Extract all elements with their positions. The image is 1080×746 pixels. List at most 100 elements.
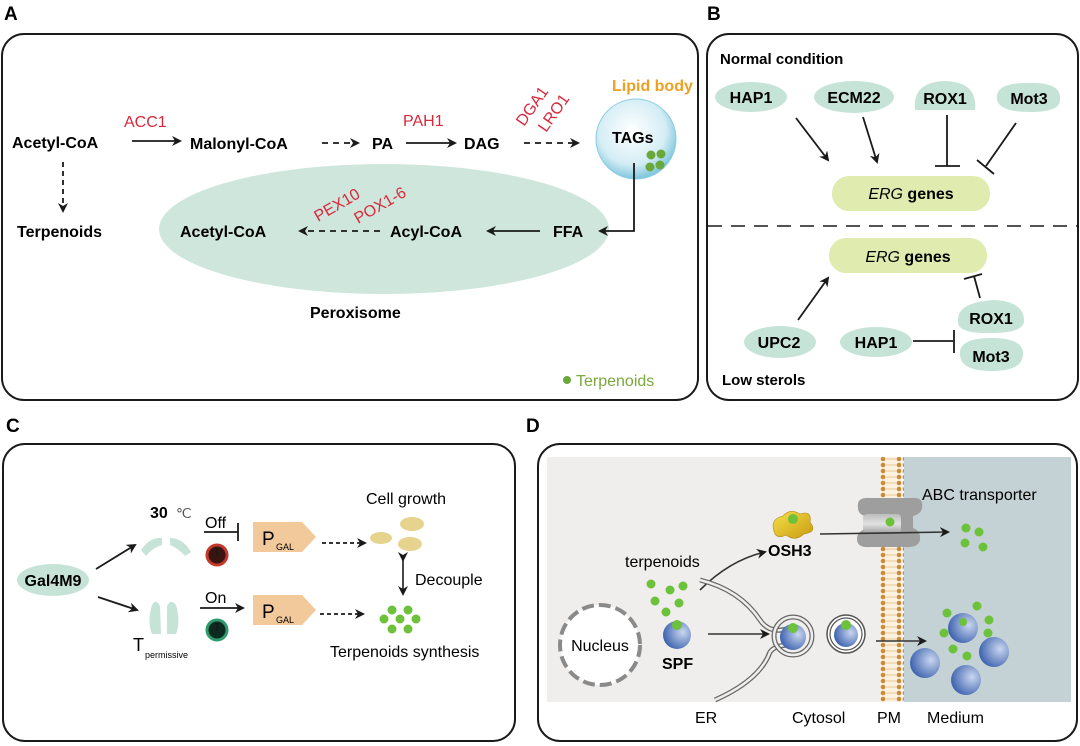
yeast-cell — [370, 532, 392, 544]
panel-d: D Nucleus terpenoids SPF OSH3 — [526, 416, 1078, 742]
erg-italic: ERG — [865, 249, 900, 266]
node-acetyl-coa-peroxisome: Acetyl-CoA — [180, 224, 267, 241]
low-sterols-title: Low sterols — [722, 372, 805, 389]
panel-d-frame — [537, 443, 1078, 742]
plasma-membrane — [880, 457, 904, 702]
er-label: ER — [695, 710, 717, 727]
arrow-export-abc — [819, 527, 950, 538]
erg-genes-low-label: ERG genes — [865, 249, 950, 266]
promoter-pgal-bottom: P GAL — [253, 595, 316, 625]
protein-rox1-low — [957, 300, 1025, 334]
terpenoid-dots-exported — [960, 523, 988, 552]
terpenoid-cluster — [379, 605, 421, 634]
yeast-cell — [400, 517, 424, 531]
temp-permissive-sub: permissive — [145, 650, 188, 660]
nucleus — [558, 603, 642, 687]
panel-letter-b: B — [707, 4, 721, 25]
dimer-half-left — [141, 537, 162, 556]
terpenoid-dot — [645, 162, 655, 172]
terpenoids-synthesis-label: Terpenoids synthesis — [330, 644, 479, 661]
power-on-icon — [205, 618, 229, 642]
temp-unit: ℃ — [176, 505, 192, 521]
lipid-body-circle — [595, 98, 677, 180]
promoter-p: P — [262, 529, 275, 550]
terpenoid-dots-cytosol — [646, 579, 688, 617]
panel-letter-c: C — [6, 416, 20, 437]
promoter-p: P — [262, 602, 275, 623]
terpenoid-dot — [646, 150, 656, 160]
erg-genes-low — [829, 238, 987, 273]
osh3-protein — [772, 511, 814, 539]
protein-hap1-low-label: HAP1 — [855, 335, 898, 352]
abc-transporter-label: ABC transporter — [922, 487, 1037, 504]
normal-condition-title: Normal condition — [720, 51, 843, 68]
protein-mot3 — [996, 82, 1061, 112]
erg-genes-normal — [832, 176, 990, 211]
protein-hap1 — [715, 82, 787, 112]
legend-terpenoids: Terpenoids — [576, 373, 654, 390]
gal4m9-ellipse — [17, 564, 89, 596]
arrow-upc2-erg — [797, 276, 830, 321]
erg-rest: genes — [903, 186, 954, 203]
node-dag: DAG — [464, 136, 500, 153]
arrow-tags-ffa — [598, 163, 635, 236]
node-malonyl-coa: Malonyl-CoA — [190, 136, 288, 153]
spf-released — [910, 601, 1009, 695]
promoter-sub: GAL — [276, 615, 294, 625]
peroxisome-label: Peroxisome — [310, 305, 401, 322]
node-tags: TAGs — [612, 130, 654, 147]
panel-a-frame — [1, 33, 699, 401]
gal4m9-label: Gal4M9 — [25, 573, 82, 590]
dimer-closed-left — [149, 601, 161, 634]
node-acyl-coa: Acyl-CoA — [390, 224, 462, 241]
inhibit-rox1-erg-low — [973, 275, 981, 299]
node-ffa: FFA — [553, 224, 584, 241]
inhibit-bar — [976, 159, 995, 175]
peroxisome-ellipse — [159, 164, 609, 294]
dimer-half-right — [170, 538, 191, 556]
protein-ecm22-label: ECM22 — [827, 90, 880, 107]
protein-mot3-label: Mot3 — [1010, 91, 1047, 108]
protein-mot3-low — [959, 338, 1024, 371]
promoter-pgal-top: P GAL — [253, 522, 316, 552]
panel-c: C Gal4M9 30 ℃ T permissive Off On P GA — [2, 416, 516, 742]
arrow-to-permissive — [97, 596, 139, 613]
spf-particle — [663, 620, 691, 649]
er-bud-lumen — [772, 615, 814, 657]
abc-transporter — [857, 497, 923, 548]
protein-rox1 — [914, 81, 976, 110]
lipid-body-label: Lipid body — [612, 78, 693, 95]
protein-rox1-label: ROX1 — [923, 91, 967, 108]
panel-letter-a: A — [4, 4, 18, 25]
node-terpenoids: Terpenoids — [17, 224, 102, 241]
terpenoid-dot — [655, 160, 665, 170]
protein-hap1-low — [840, 327, 912, 357]
yeast-cell — [398, 537, 422, 551]
erg-rest: genes — [900, 249, 951, 266]
erg-genes-normal-label: ERG genes — [868, 186, 953, 203]
node-pa: PA — [372, 136, 393, 153]
panel-b-frame — [706, 33, 1079, 401]
protein-mot3-low-label: Mot3 — [972, 349, 1009, 366]
terpenoid-dot — [656, 149, 666, 159]
protein-upc2-low — [744, 326, 816, 358]
spf-in-bud — [780, 623, 806, 650]
arrow-to-30c — [95, 543, 137, 570]
decouple-label: Decouple — [415, 572, 483, 589]
legend-dot — [563, 376, 571, 384]
terpenoids-label: terpenoids — [625, 554, 700, 571]
erg-italic: ERG — [868, 186, 903, 203]
cytosol-label: Cytosol — [792, 710, 845, 727]
panel-b: B Normal condition HAP1 ECM22 ROX1 Mot3 … — [706, 4, 1079, 401]
osh3-label: OSH3 — [768, 543, 812, 560]
power-off-icon — [205, 543, 229, 567]
protein-rox1-low-label: ROX1 — [969, 311, 1013, 328]
spf-label: SPF — [662, 656, 693, 673]
protein-upc2-label: UPC2 — [758, 335, 801, 352]
vesicle — [826, 614, 866, 654]
enzyme-pah1: PAH1 — [403, 113, 444, 130]
arrow-to-osh3 — [699, 548, 767, 591]
er-membrane-lumen — [714, 643, 791, 702]
cell-growth-label: Cell growth — [366, 491, 446, 508]
